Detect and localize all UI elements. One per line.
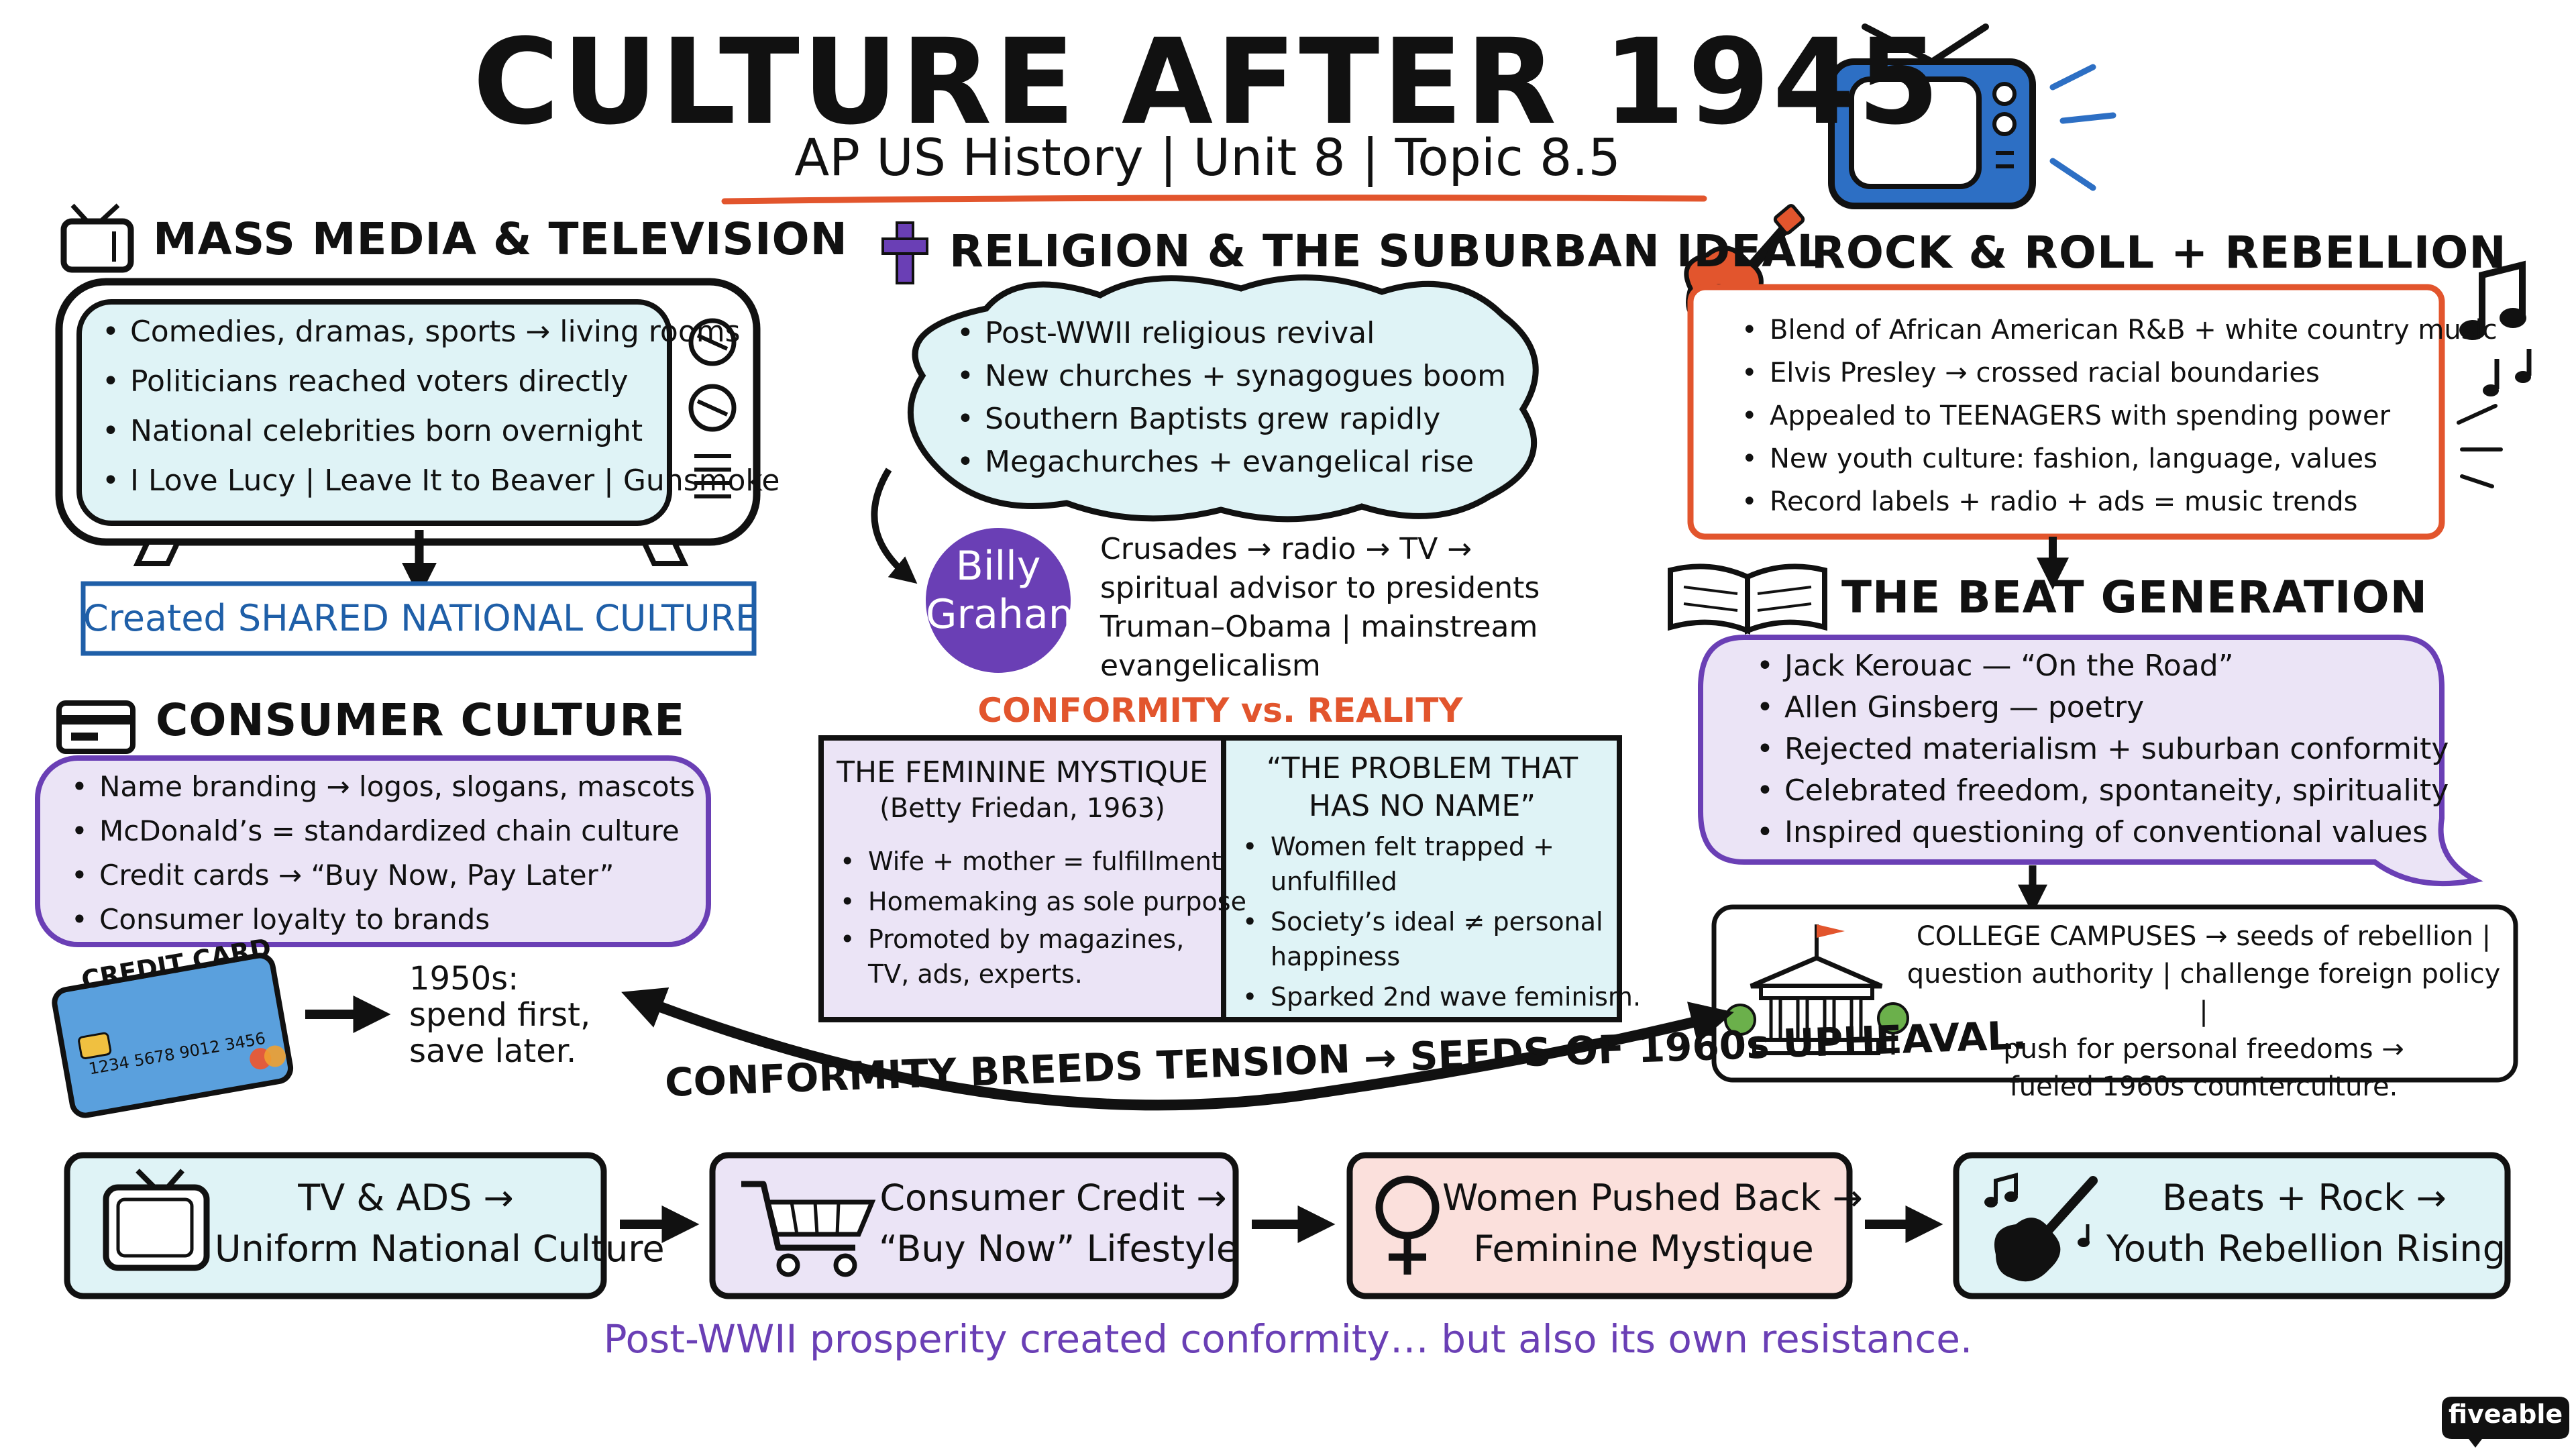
feminine-mystique-title: THE FEMININE MYSTIQUE (837, 755, 1208, 790)
graham-description: Crusades → radio → TV → spiritual adviso… (1100, 532, 1540, 683)
credit-card-graphic (52, 953, 294, 1118)
list-item: New youth culture: fashion, language, va… (1737, 437, 2435, 480)
beat-list: Jack Kerouac — “On the Road” Allen Ginsb… (1752, 645, 2449, 853)
flow-2-line1: Consumer Credit → (879, 1177, 1227, 1219)
feminine-mystique-list: Wife + mother = fulfillment Homemaking a… (836, 841, 1246, 991)
footer-caption: Post-WWII prosperity created conformity…… (603, 1316, 1973, 1362)
list-item: Post-WWII religious revival (953, 312, 1489, 355)
header-tv-icon (1828, 23, 2116, 209)
flow-3-line1: Women Pushed Back → (1442, 1177, 1863, 1219)
list-item: Appealed to TEENAGERS with spending powe… (1737, 394, 2435, 437)
feminine-mystique-subtitle: (Betty Friedan, 1963) (879, 793, 1165, 824)
billy-label: Billy (955, 543, 1041, 590)
list-item: Inspired questioning of conventional val… (1752, 812, 2428, 853)
flow-box-1-text: TV & ADS → Uniform National Culture (215, 1173, 665, 1275)
flow-1-line1: TV & ADS → (298, 1177, 514, 1219)
flow-1-line2: Uniform National Culture (215, 1228, 665, 1270)
list-item: Comedies, dramas, sports → living rooms (98, 307, 741, 357)
cart-icon (741, 1181, 876, 1277)
flow-4-line1: Beats + Rock → (2162, 1177, 2447, 1219)
list-item: Politicians reached voters directly (98, 357, 668, 407)
list-item: Record labels + radio + ads = music tren… (1737, 480, 2435, 523)
flow-4-line2: Youth Rebellion Rising (2106, 1228, 2506, 1270)
flow-box-2-text: Consumer Credit → “Buy Now” Lifestyle (879, 1173, 1239, 1275)
list-item: Consumer loyalty to brands (67, 898, 698, 942)
flow-3-line2: Feminine Mystique (1473, 1228, 1814, 1270)
list-item: Women felt trapped + unfulfilled (1238, 829, 1614, 899)
tv-icon (103, 1169, 210, 1271)
rock-list: Blend of African American R&B + white co… (1737, 309, 2498, 523)
list-item: Celebrated freedom, spontaneity, spiritu… (1752, 770, 2449, 812)
mass-media-list: Comedies, dramas, sports → living rooms … (98, 307, 780, 506)
campus-text: COLLEGE CAMPUSES → seeds of rebellion | … (1907, 921, 2501, 1102)
problem-no-name-list: Women felt trapped + unfulfilled Society… (1238, 829, 1641, 1014)
religion-heading: RELIGION & THE SUBURBAN IDEAL (949, 225, 1826, 277)
list-item: National celebrities born overnight (98, 407, 668, 456)
beat-heading: THE BEAT GENERATION (1841, 572, 2428, 623)
shared-culture-label: Created SHARED NATIONAL CULTURE (83, 597, 759, 639)
consumer-list: Name branding → logos, slogans, mascots … (67, 765, 698, 942)
fiveable-logo: fiveable (2448, 1399, 2563, 1429)
list-item: Wife + mother = fulfillment (836, 841, 1222, 881)
list-item: Jack Kerouac — “On the Road” (1752, 645, 2423, 687)
list-item: Sparked 2nd wave feminism. (1238, 979, 1641, 1014)
book-icon (1668, 564, 1827, 635)
list-item: Name branding → logos, slogans, mascots (67, 765, 698, 809)
flow-box-4 (1953, 1152, 2511, 1299)
college-building-icon (1724, 924, 1909, 1055)
list-item: New churches + synagogues boom (953, 355, 1506, 398)
flow-box-3 (1346, 1152, 1853, 1299)
list-item: Southern Baptists grew rapidly (953, 398, 1489, 441)
list-item: McDonald’s = standardized chain culture (67, 809, 698, 853)
arrow-cloud-to-graham (871, 468, 918, 584)
rock-heading: ROCK & ROLL + REBELLION (1811, 227, 2507, 278)
religion-list: Post-WWII religious revival New churches… (953, 312, 1506, 484)
cross-icon (881, 221, 928, 284)
consumer-heading: CONSUMER CULTURE (156, 694, 686, 746)
flow-box-4-text: Beats + Rock → Youth Rebellion Rising (2106, 1173, 2506, 1275)
conformity-heading: CONFORMITY vs. REALITY (977, 691, 1463, 730)
list-item: Homemaking as sole purpose (836, 881, 1246, 922)
small-tv-icon (60, 203, 134, 273)
page-subtitle: AP US History | Unit 8 | Topic 8.5 (794, 127, 1621, 187)
shared-culture-box (80, 581, 757, 656)
page-title: CULTURE AFTER 1945 (472, 13, 1943, 151)
problem-no-name-title: “THE PROBLEM THAT HAS NO NAME” (1266, 751, 1578, 823)
list-item: Credit cards → “Buy Now, Pay Later” (67, 853, 698, 898)
spend-first-text: 1950s: spend first, save later. (409, 960, 591, 1070)
list-item: Blend of African American R&B + white co… (1737, 309, 2498, 352)
tension-arrow (621, 987, 1734, 1111)
title-underline (721, 195, 1707, 205)
flow-box-3-text: Women Pushed Back → Feminine Mystique (1442, 1173, 1863, 1275)
billy-graham-badge (926, 528, 1071, 673)
list-item: Society’s ideal ≠ personal happiness (1238, 904, 1614, 974)
graham-label: Graham (926, 591, 1088, 638)
music-notes-icon (2457, 260, 2532, 488)
flow-2-line2: “Buy Now” Lifestyle (879, 1228, 1239, 1270)
mass-media-heading: MASS MEDIA & TELEVISION (153, 213, 848, 265)
list-item: Allen Ginsberg — poetry (1752, 687, 2423, 729)
list-item: Promoted by magazines, TV, ads, experts. (836, 922, 1212, 991)
billy-graham-label: Billy Graham (926, 542, 1088, 639)
list-item: Rejected materialism + suburban conformi… (1752, 729, 2449, 770)
guitar-icon (1984, 1173, 2098, 1282)
card-icon (56, 700, 136, 754)
fiveable-logo-bubble (2442, 1397, 2569, 1448)
female-symbol-icon (1375, 1175, 1440, 1275)
list-item: I Love Lucy | Leave It to Beaver | Gunsm… (98, 456, 780, 506)
list-item: Megachurches + evangelical rise (953, 441, 1489, 484)
list-item: Elvis Presley → crossed racial boundarie… (1737, 352, 2435, 394)
